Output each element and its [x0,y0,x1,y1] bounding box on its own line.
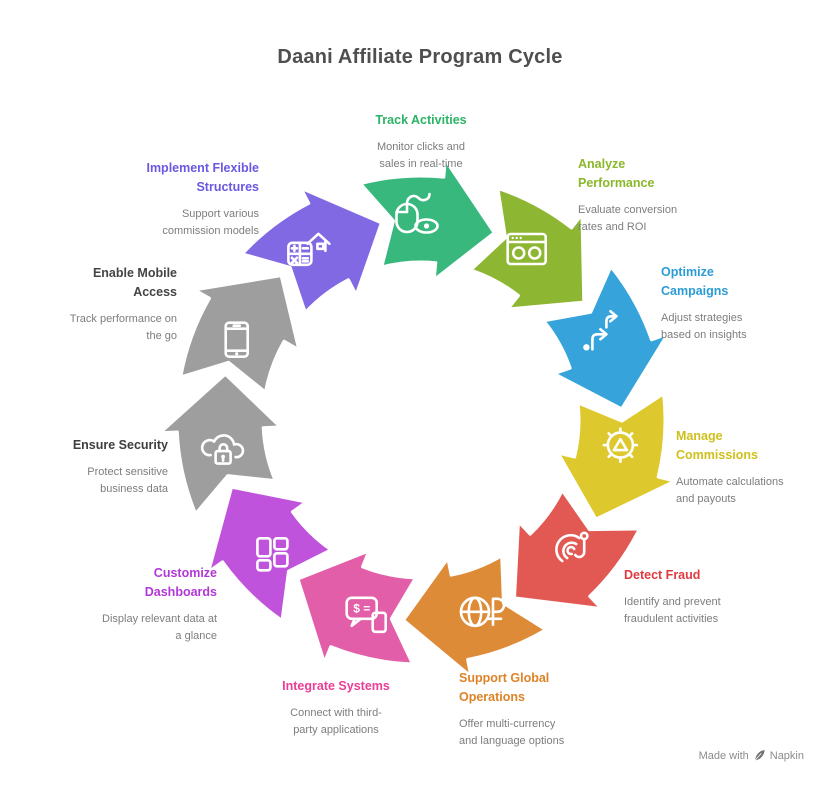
made-with-text: Made with [698,749,749,762]
globe-currency-icon [459,596,506,628]
feather-icon [754,750,765,761]
calculator-house-icon [287,232,331,267]
step-title: Track Activities [375,113,467,127]
strategy-arrow-icon [583,309,618,351]
segment-analyze-performance [469,186,586,311]
mouse-tracking-icon [395,192,439,234]
chat-pricing-icon: $ = [345,596,388,634]
segment-ensure-security [158,372,282,516]
step-title: Integrate Systems [282,679,390,693]
cloud-lock-icon [200,434,245,465]
segment-support-global [402,554,548,678]
page-title: Daani Affiliate Program Cycle [277,46,563,68]
step-title: Ensure Security [72,438,168,452]
analytics-window-icon [506,232,548,266]
step-desc: Connect with third-party applications [290,706,382,737]
segment-optimize-campaigns [542,265,669,411]
fraud-fingerprint-icon [555,531,589,563]
brand-text: Napkin [769,749,804,762]
segment-detect-fraud [513,489,641,611]
automation-gear-icon [602,427,639,463]
segment-integrate-systems [296,549,417,666]
svg-text:$ =: $ = [353,601,370,615]
step-title: Detect Fraud [624,568,701,582]
smartphone-icon [224,321,249,359]
dashboard-grid-icon [256,536,289,572]
napkin-credit: Made with Napkin [699,749,804,762]
segment-enable-mobile [179,274,301,394]
